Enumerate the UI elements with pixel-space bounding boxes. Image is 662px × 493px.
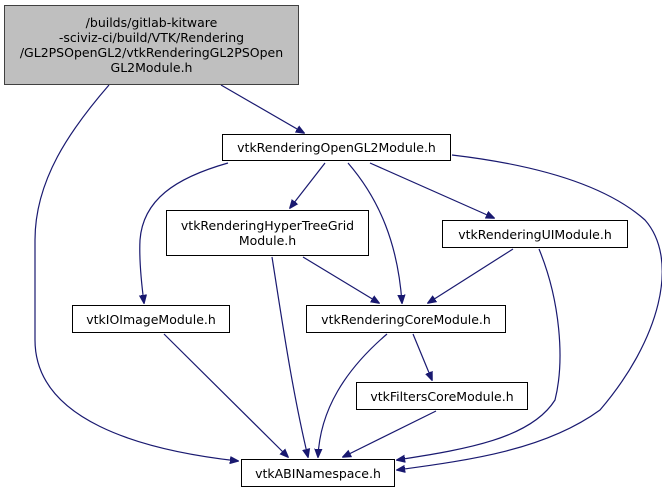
node-hypertreegrid[interactable]: vtkRenderingHyperTreeGrid Module.h [166,210,369,256]
edge-opengl2-to-hypertreegrid [290,162,326,208]
edge-root-to-opengl2 [220,84,304,133]
edge-opengl2-to-ui [369,162,494,218]
edge-core-to-abi [318,333,388,457]
edge-ioimage-to-abi [163,333,288,457]
edge-root-to-abi [34,84,238,461]
node-label: vtkABINamespace.h [255,465,381,481]
node-ioimage[interactable]: vtkIOImageModule.h [72,305,230,333]
edge-filterscore-to-abi [343,410,437,457]
node-label: /builds/gitlab-kitware -sciviz-ci/build/… [19,15,284,75]
edge-ui-to-abi [397,248,561,460]
edge-opengl2-to-core [347,162,402,303]
edge-opengl2-to-ioimage [140,162,229,303]
node-core[interactable]: vtkRenderingCoreModule.h [306,305,506,333]
edge-hypertreegrid-to-core [302,256,379,303]
edge-opengl2-to-abi [397,154,662,470]
node-abi[interactable]: vtkABINamespace.h [241,459,395,487]
node-label: vtkFiltersCoreModule.h [370,388,514,404]
node-label: vtkRenderingCoreModule.h [321,311,491,327]
node-label: vtkRenderingUIModule.h [458,226,612,242]
node-opengl2[interactable]: vtkRenderingOpenGL2Module.h [222,134,451,161]
node-ui[interactable]: vtkRenderingUIModule.h [442,220,628,248]
edge-core-to-filterscore [412,333,432,380]
node-label: vtkRenderingHyperTreeGrid Module.h [180,218,355,248]
edge-ui-to-core [428,248,514,303]
node-filterscore[interactable]: vtkFiltersCoreModule.h [356,382,528,410]
node-root: /builds/gitlab-kitware -sciviz-ci/build/… [4,5,299,85]
node-label: vtkRenderingOpenGL2Module.h [237,140,436,155]
edge-hypertreegrid-to-abi [271,256,308,457]
node-label: vtkIOImageModule.h [86,311,216,327]
